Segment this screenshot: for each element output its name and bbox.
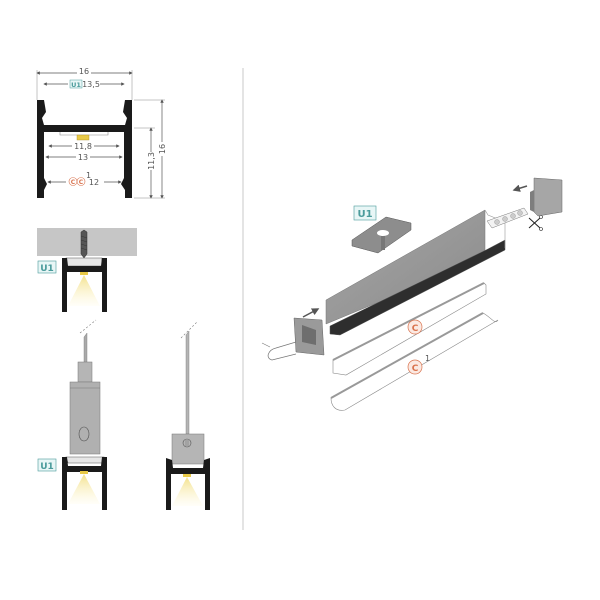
cover-c1-superscript-exploded: 1	[425, 354, 430, 363]
dim-clip-width: 13,5	[82, 80, 100, 89]
arrow-icon	[512, 184, 528, 192]
tag-u1-exploded: U1	[357, 209, 372, 220]
profile-cross-section: 16 U1 13,5 11,8 13 C C 1 12 11,	[36, 66, 167, 199]
cable	[267, 341, 297, 361]
cover-c1-tag: C	[412, 364, 419, 374]
tag-u1-suspended: U1	[40, 462, 54, 472]
scissors-icon	[528, 215, 543, 231]
dim-outer-height: 16	[158, 144, 167, 154]
led-chip-icon	[76, 134, 90, 141]
dim-inner-width-1: 11,8	[74, 142, 92, 151]
dim-outer-width: 16	[79, 67, 89, 76]
cover-c1-superscript: 1	[86, 171, 91, 180]
tag-u1-dimension: U1	[71, 81, 81, 89]
arrow-icon	[302, 308, 320, 318]
cover-c1-label: C	[79, 179, 84, 186]
dim-inner-width-2: 13	[78, 153, 88, 162]
cover-c-tag: C	[412, 324, 419, 334]
dim-cover-width: 12	[89, 178, 99, 187]
end-cap-right	[533, 177, 563, 217]
suspended-side-view	[166, 321, 210, 510]
ceiling-mount-view: U1	[37, 228, 137, 312]
screw-icon	[80, 229, 88, 259]
dim-inner-height: 11,3	[147, 152, 156, 170]
exploded-assembly-view: U1 C	[261, 177, 563, 411]
cover-c-label: C	[71, 179, 76, 186]
tag-u1-ceiling: U1	[40, 264, 54, 274]
suspended-mount-view: U1	[37, 319, 107, 510]
